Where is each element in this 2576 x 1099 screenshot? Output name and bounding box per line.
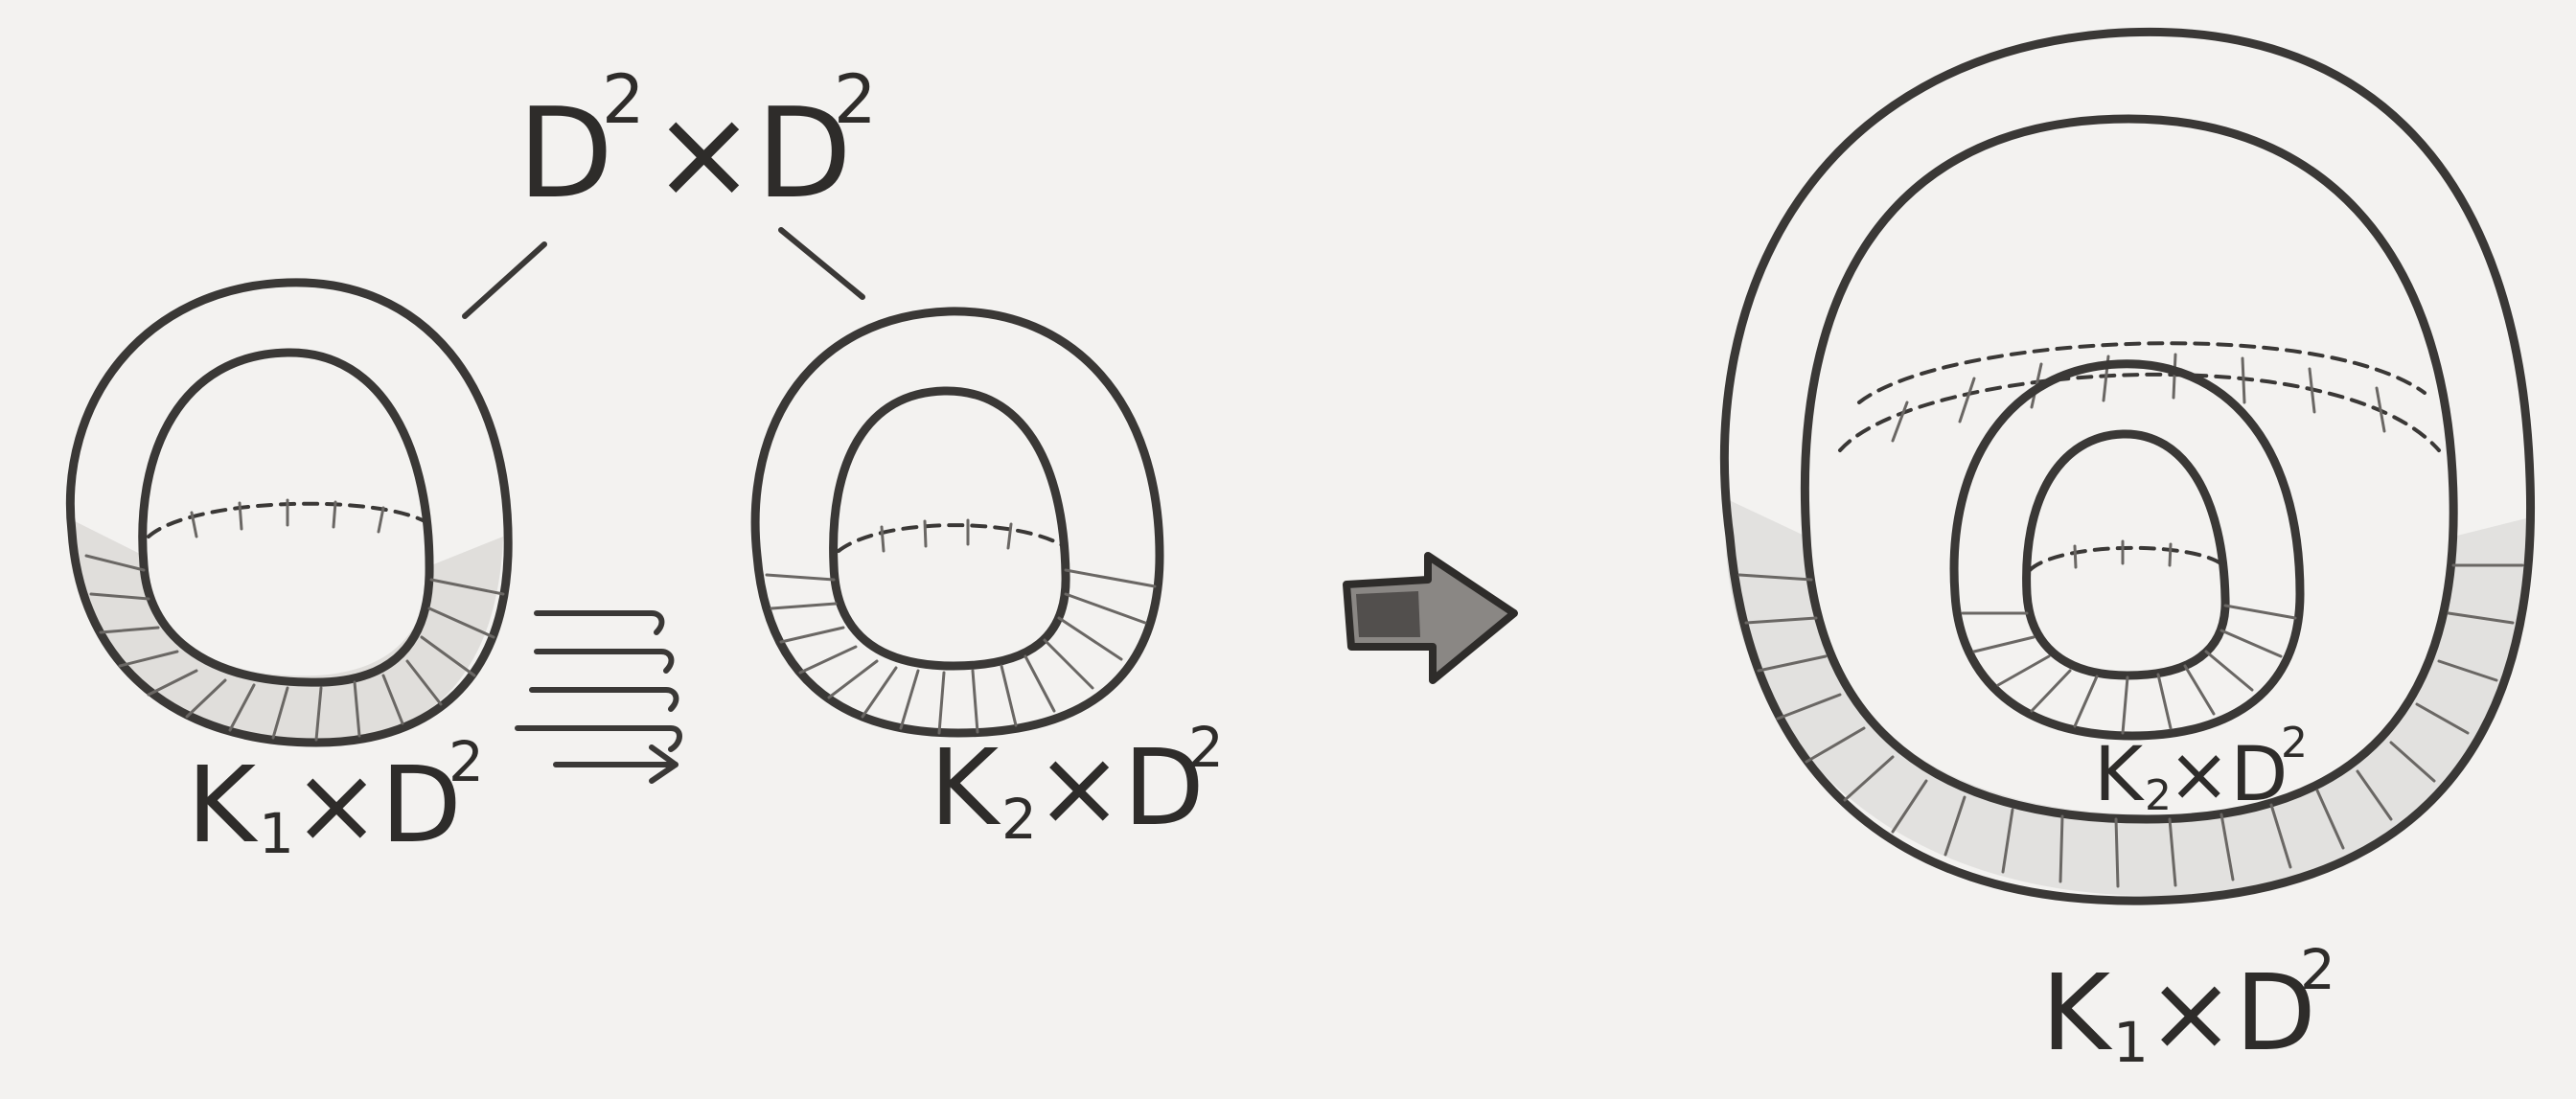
right-outer-band-dashed-2 [1859,343,2425,402]
label-k2-middle-mid: ×D [1035,726,1205,849]
label-k2-middle-base: K [930,726,1001,849]
connector-lines [465,230,862,316]
label-d2xd2: D 2 ×D 2 [518,60,877,226]
label-k2-inner-base: K [2094,732,2145,818]
right-inner-torus-dashed-rim [2030,548,2223,570]
label-k2-inner-exp: 2 [2281,719,2308,767]
middle-torus [755,311,1160,733]
label-k1-outer-base: K [2041,951,2113,1074]
label-d2xd2-exp1: 2 [602,60,645,139]
label-k1-left-mid: ×D [292,744,462,866]
label-d2xd2-exp2: 2 [834,60,877,139]
label-k2xd2-inner-right: K 2 ×D 2 [2094,719,2308,820]
middle-torus-inner [834,391,1066,666]
label-k1xd2-outer-right: K 1 ×D 2 [2041,937,2335,1075]
label-k2-inner-mid: ×D [2168,732,2288,818]
label-d2xd2-base: D [518,80,613,226]
middle-torus-dashed-rim [839,525,1064,551]
label-k2-middle-exp: 2 [1188,715,1224,780]
right-arrow-icon [1346,556,1514,680]
label-k1-outer-mid: ×D [2147,951,2316,1074]
label-d2xd2-mid: ×D [652,80,852,226]
label-k1-outer-sub: 1 [2113,1010,2149,1075]
label-k1-left-base: K [187,744,259,866]
left-torus [67,283,508,743]
label-k1xd2-left: K 1 ×D 2 [187,729,484,866]
label-k2-middle-sub: 2 [1001,787,1037,852]
label-k1-left-sub: 1 [259,801,294,866]
label-k2xd2-middle: K 2 ×D 2 [930,715,1224,852]
label-k1-left-exp: 2 [448,729,484,794]
label-k1-outer-exp: 2 [2300,937,2335,1002]
left-torus-inner [143,353,429,682]
right-outer-inner-ring [1805,119,2453,819]
motion-lines-icon [518,613,679,781]
